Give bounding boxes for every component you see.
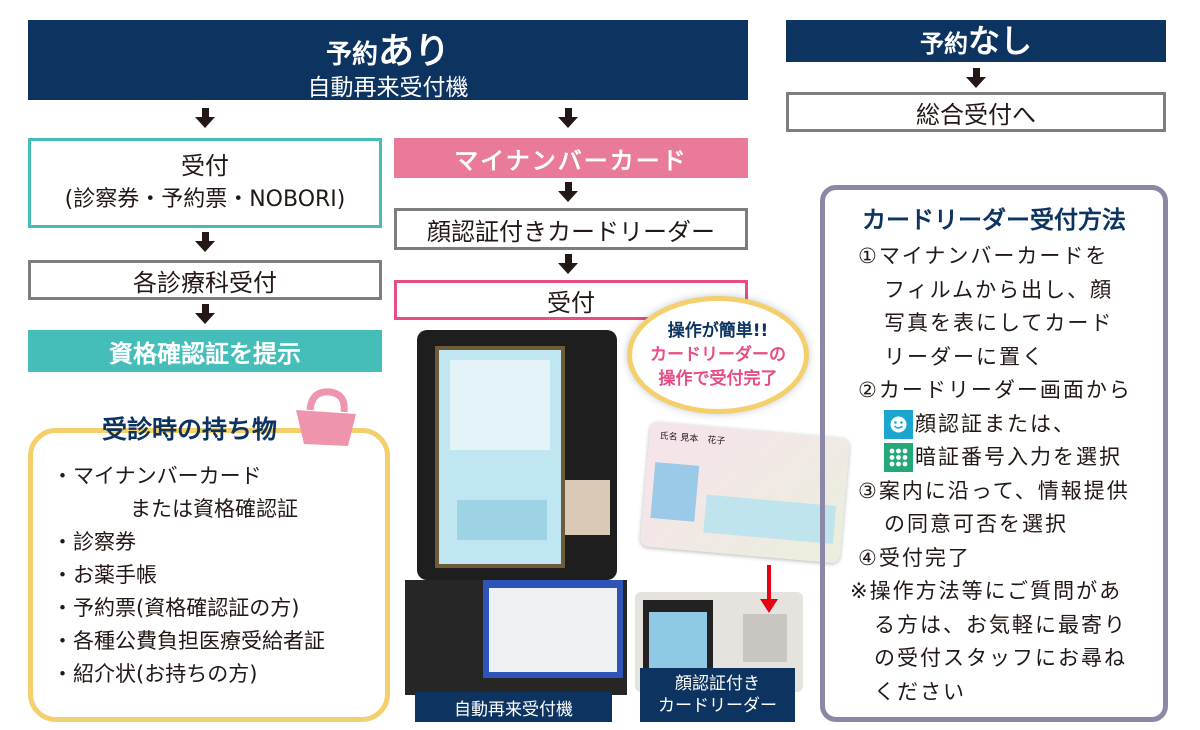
kiosk-photo: [405, 330, 627, 695]
list-item: ・お薬手帳: [52, 563, 157, 587]
step-line: ④受付完了: [858, 545, 971, 570]
step-line: 写真を表にしてカード: [884, 311, 1114, 335]
subtitle: 自動再来受付機: [307, 75, 469, 101]
red-arrow-icon: [760, 565, 778, 615]
mynumber-card-image: 氏名 見本 花子: [639, 421, 851, 564]
method-title: カードリーダー受付方法: [862, 206, 1126, 234]
title-prefix: 予約: [919, 30, 968, 58]
bag-icon: [292, 388, 362, 450]
belongings-list: ・マイナンバーカード または資格確認証 ・診察券 ・お薬手帳 ・予約票(資格確認…: [52, 460, 382, 691]
speech-bubble: 操作が簡単!! カードリーダーの 操作で受付完了: [627, 296, 809, 414]
without-reservation-header: 予約なし: [786, 20, 1166, 62]
step-line: フィルムから出し、顔: [884, 277, 1114, 302]
note-line: ※操作方法等にご質問があ: [850, 579, 1123, 603]
list-item: ・マイナンバーカード: [52, 464, 262, 488]
list-item: ・紹介状(お持ちの方): [52, 662, 258, 686]
department-reception-box: 各診療科受付: [28, 260, 382, 300]
card-reader-label: 顔認証付き カードリーダー: [640, 668, 795, 722]
reader-label-line1: 顔認証付き: [675, 674, 760, 694]
bubble-line2: カードリーダーの: [650, 345, 786, 365]
reception-items: (診察券・予約票・NOBORI): [64, 187, 346, 212]
list-item: ・予約票(資格確認証の方): [52, 596, 300, 620]
step-line: ③案内に沿って、情報提供: [858, 478, 1130, 503]
note-line: ください: [874, 679, 966, 704]
pin-keypad-icon: [884, 443, 913, 473]
note-line: る方は、お気軽に最寄り: [874, 612, 1127, 637]
face-card-reader-box: 顔認証付きカードリーダー: [394, 208, 748, 250]
reception-box: 受付 (診察券・予約票・NOBORI): [28, 138, 382, 228]
list-item: ・各種公費負担医療受給者証: [52, 629, 325, 653]
method-steps: ①マイナンバーカードを フィルムから出し、顔 写真を表にしてカード リーダーに置…: [850, 240, 1158, 709]
option-pin: 暗証番号入力を選択: [858, 441, 1158, 475]
title-prefix: 予約: [325, 40, 378, 70]
card-name: 氏名 見本 花子: [659, 431, 726, 448]
title-emphasis: あり: [378, 31, 451, 72]
card-portrait: [650, 462, 700, 522]
title-emphasis: なし: [967, 22, 1032, 60]
card-reader-method-panel: [820, 185, 1168, 722]
present-certificate-box: 資格確認証を提示: [28, 330, 382, 372]
step-line: の同意可否を選択: [884, 512, 1068, 536]
step-line: ②カードリーダー画面から: [858, 378, 1132, 402]
belongings-title: 受診時の持ち物: [102, 415, 278, 444]
option-face: 顔認証または、: [858, 408, 1158, 442]
option-face-label: 顔認証または、: [915, 411, 1076, 436]
bubble-line1: 操作が簡単!!: [667, 321, 769, 341]
general-reception-box: 総合受付へ: [786, 92, 1166, 132]
step-line: リーダーに置く: [884, 344, 1045, 369]
belongings-panel: [28, 428, 390, 722]
mynumber-card-box: マイナンバーカード: [394, 138, 748, 178]
with-reservation-header: 予約あり 自動再来受付機: [28, 20, 748, 101]
reader-label-line2: カードリーダー: [658, 696, 777, 716]
kiosk-label: 自動再来受付機: [415, 692, 612, 722]
reception-title: 受付: [181, 152, 229, 180]
step-line: ①マイナンバーカードを: [858, 244, 1109, 268]
list-item: または資格確認証: [130, 497, 298, 521]
face-recognition-icon: [884, 409, 913, 439]
note-line: の受付スタッフにお尋ね: [874, 646, 1127, 670]
bubble-line3: 操作で受付完了: [658, 369, 778, 389]
option-pin-label: 暗証番号入力を選択: [915, 445, 1122, 469]
list-item: ・診察券: [52, 530, 136, 554]
